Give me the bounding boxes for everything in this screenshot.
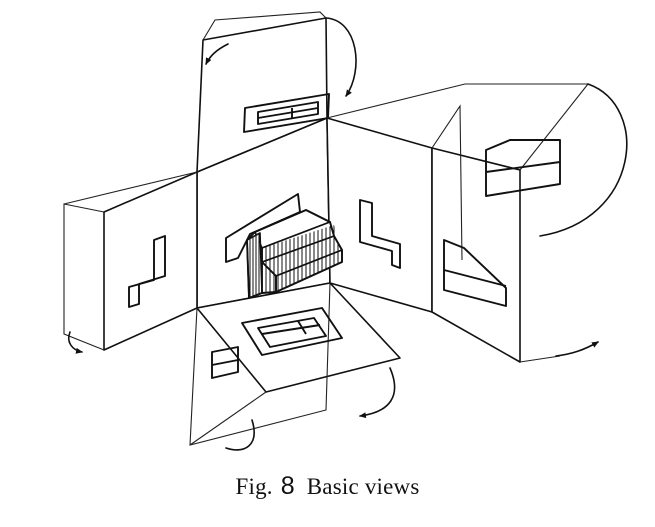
rotate-up-arrow [325,17,357,97]
caption-number: 8 [280,472,295,500]
top-panel [196,11,357,173]
object-outline [246,209,343,299]
right-flip-arrow [555,341,599,357]
front-view-shape [225,193,301,263]
bottom-arc-left [225,419,255,451]
caption-prefix: Fig. [235,474,273,499]
left-panel [63,171,198,354]
right-panel [326,83,628,363]
front-view [225,193,301,263]
top-flip-arrow [205,43,229,65]
caption-title: Basic views [306,474,420,499]
bottom-flip-arrow [359,367,396,419]
bottom-view-inner [257,317,327,348]
right-view-shape [359,199,401,269]
bottom-hanging-view [211,346,239,379]
far-right-arc [539,83,628,237]
rear-right-view [443,239,507,307]
bottom-panel [189,282,401,451]
left-view-shape [128,235,166,308]
figure-caption: Fig. 8 Basic views [0,472,655,501]
basic-views-diagram [63,11,628,451]
left-flip-arrow [67,331,83,354]
top-view-inner [257,101,319,125]
diagram-canvas [63,11,628,451]
bottom-view-outline [241,307,343,356]
